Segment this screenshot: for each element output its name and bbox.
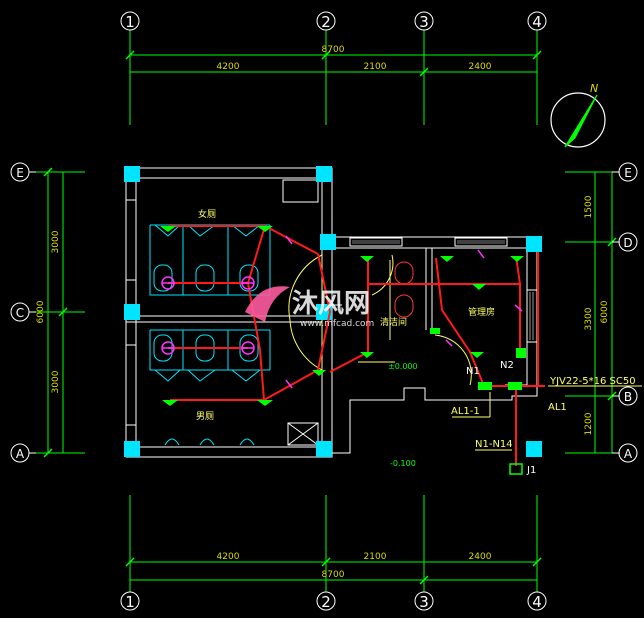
dim-top-seg-2: 2100 xyxy=(364,62,387,72)
junction-box xyxy=(509,463,523,475)
dim-right-seg-3: 1200 xyxy=(584,412,594,435)
axis-label-row-e-right: E xyxy=(624,166,632,180)
dim-bottom-seg-3: 2400 xyxy=(469,552,492,562)
exhaust-fans xyxy=(161,235,523,389)
circuit-range-label: N1-N14 xyxy=(475,439,513,450)
compass-north-label: N xyxy=(590,82,598,95)
axis-label-col-1-bottom: 1 xyxy=(125,593,135,611)
dim-bottom-seg-2: 2100 xyxy=(364,552,387,562)
dim-left-total: 6000 xyxy=(36,300,46,323)
dimension-lines xyxy=(32,30,620,592)
dim-left-seg-2: 3000 xyxy=(51,370,61,393)
watermark-logo-icon xyxy=(245,286,290,322)
dim-right-seg-2: 3300 xyxy=(584,307,594,330)
junction-label: J1 xyxy=(526,465,536,476)
room-label-men: 男厕 xyxy=(196,411,214,422)
axis-label-col-4-bottom: 4 xyxy=(532,593,542,611)
dim-right-seg-1: 1500 xyxy=(584,195,594,218)
room-label-women: 女厕 xyxy=(198,208,216,220)
axis-label-row-e-left: E xyxy=(16,166,24,180)
dim-bottom-seg-1: 4200 xyxy=(217,552,240,562)
dim-left-seg-1: 3000 xyxy=(51,230,61,253)
axis-label-col-1-top: 1 xyxy=(125,13,135,31)
axis-label-row-d-right: D xyxy=(623,236,632,250)
sanitary-fixtures xyxy=(149,224,414,446)
circuit-label-al1-1: AL1-1 xyxy=(451,406,480,417)
axis-label-col-3-top: 3 xyxy=(419,13,429,31)
circuit-label-al1: AL1 xyxy=(548,402,567,413)
window-hatching xyxy=(352,240,534,340)
axis-label-col-2-top: 2 xyxy=(321,13,331,31)
watermark-brand: 沐风网 xyxy=(292,289,370,319)
axis-label-col-3-bottom: 3 xyxy=(419,593,429,611)
axis-label-row-c-left: C xyxy=(16,306,24,320)
axis-label-row-b-right: B xyxy=(624,390,632,404)
label-leaders xyxy=(452,385,642,451)
feeder-label: YJV22-5*16 SC50 xyxy=(549,376,636,387)
axis-label-row-a-left: A xyxy=(16,447,25,461)
axis-label-col-2-bottom: 2 xyxy=(321,593,331,611)
watermark: 沐风网 www.mfcad.com xyxy=(245,286,374,329)
dim-top-seg-3: 2400 xyxy=(469,62,492,72)
dim-total-top: 8700 xyxy=(322,45,345,55)
structural-columns xyxy=(124,166,542,457)
dim-right-total: 6000 xyxy=(600,300,610,323)
axis-label-col-4-top: 4 xyxy=(532,13,542,31)
room-label-management: 管理房 xyxy=(468,306,495,318)
axis-bubbles xyxy=(10,11,638,611)
watermark-url: www.mfcad.com xyxy=(300,319,374,329)
circuit-label-n2: N2 xyxy=(500,360,514,371)
room-label-janitor: 清洁间 xyxy=(380,316,407,328)
circuit-label-n1: N1 xyxy=(466,366,480,377)
light-fixtures xyxy=(160,226,526,406)
north-compass xyxy=(550,92,606,148)
level-floor: ±0.000 xyxy=(388,362,418,371)
axis-label-row-a-right: A xyxy=(624,447,633,461)
dim-total-bottom: 8700 xyxy=(322,570,345,580)
electrical-wiring xyxy=(168,225,521,466)
level-outside: -0.100 xyxy=(390,459,416,468)
dim-top-seg-1: 4200 xyxy=(217,62,240,72)
